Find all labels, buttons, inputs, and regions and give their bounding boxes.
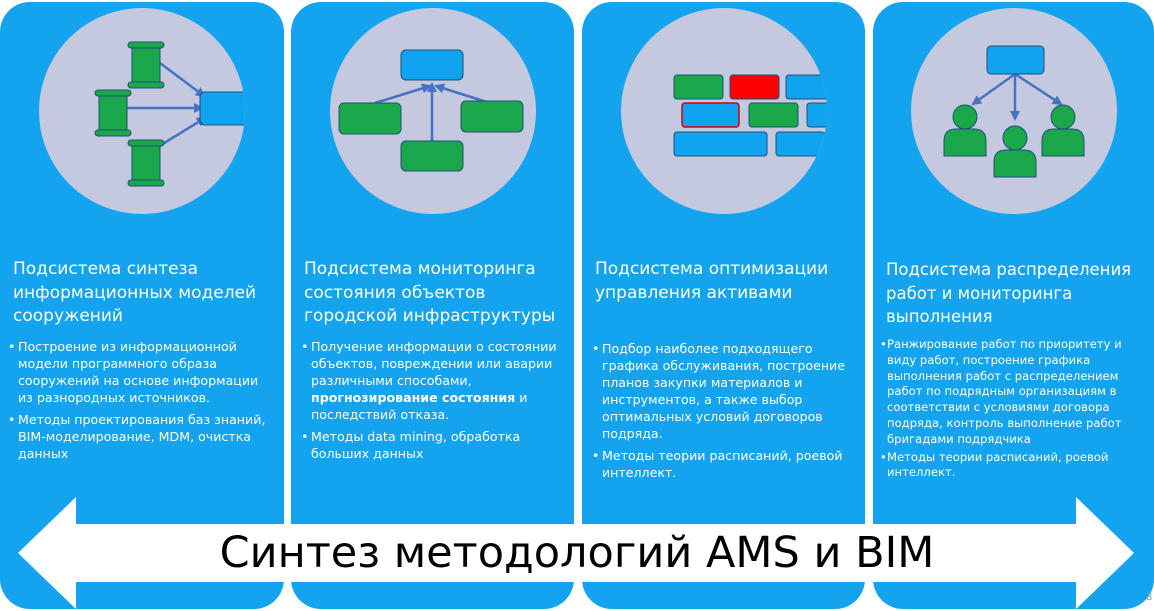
panel-title: Подсистема мониторинга состояния объекто…: [304, 259, 556, 326]
list-item: Методы проектирования баз знаний, BIM-мо…: [8, 411, 270, 462]
list-item: Ранжирование работ по приоритету и виду …: [880, 337, 1148, 448]
panel-work-distribution: Подсистема распределения работ и монитор…: [873, 2, 1154, 609]
work-distribution-diagram: [943, 45, 1084, 178]
panel-model-synthesis: Подсистема синтеза информационных моделе…: [0, 2, 284, 609]
panel-asset-optimization: Подсистема оптимизации управления актива…: [582, 2, 865, 609]
top-box: [400, 49, 463, 81]
bullet-list: Ранжирование работ по приоритету и виду …: [880, 337, 1148, 483]
documents-to-model-icon: [39, 8, 245, 214]
monitoring-hierarchy-icon: [329, 8, 536, 214]
right-box: [460, 100, 523, 133]
list-item: Построение из информационной модели прог…: [8, 338, 270, 406]
work-distribution-icon: [910, 8, 1117, 214]
list-item: Методы теории расписаний, роевой интелле…: [880, 450, 1148, 482]
panel-title: Подсистема синтеза информационных моделе…: [13, 259, 257, 326]
bullet-list: Построение из информационной модели прог…: [8, 338, 270, 467]
asset-blocks-icon: [620, 8, 827, 214]
list-item: Методы теории расписаний, роевой интелле…: [592, 447, 858, 481]
panel-title: Подсистема распределения работ и монитор…: [886, 260, 1132, 326]
person-icon-right: [1041, 104, 1084, 157]
monitoring-hierarchy-diagram: [338, 49, 523, 172]
manager-box: [986, 45, 1044, 75]
panel-title: Подсистема оптимизации управления актива…: [595, 259, 829, 303]
page-number: 3: [1146, 592, 1152, 603]
list-item: Методы data mining, обработка больших да…: [301, 428, 563, 462]
scroll-icon-2: [94, 89, 132, 137]
left-box: [338, 102, 401, 135]
documents-to-model-diagram: [94, 41, 245, 187]
asset-blocks-diagram: [673, 74, 827, 157]
arrow-label: Синтез методологий AMS и BIM: [219, 528, 935, 578]
panel-infrastructure-monitoring: Подсистема мониторинга состояния объекто…: [291, 2, 574, 609]
list-item: Подбор наиболее подходящего графика обсл…: [592, 340, 858, 442]
scroll-icon-1: [127, 41, 165, 89]
bottom-box: [400, 140, 463, 172]
model-box: [199, 91, 245, 126]
bullet-list: Получение информации о состоянии объекто…: [301, 338, 563, 467]
person-icon-left: [943, 104, 986, 157]
person-icon-center: [993, 125, 1036, 178]
list-item: Получение информации о состоянии объекто…: [301, 338, 563, 423]
scroll-icon-3: [127, 139, 165, 187]
bold-phrase: прогнозирование состояния: [311, 390, 516, 405]
bullet-list: Подбор наиболее подходящего графика обсл…: [592, 340, 858, 486]
